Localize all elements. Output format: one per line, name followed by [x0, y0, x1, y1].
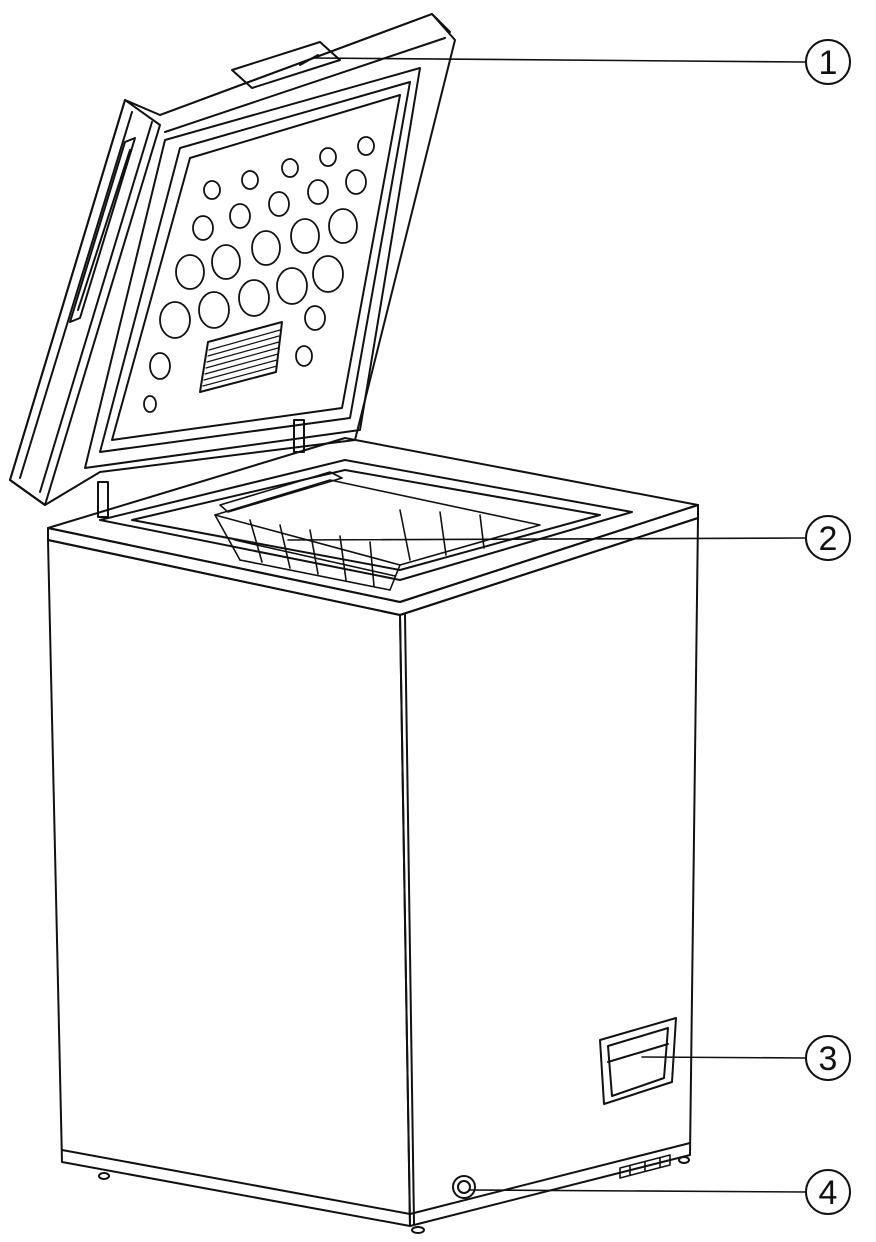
leader-lines: [287, 57, 807, 1193]
cabinet-front-panel: [47, 539, 411, 1227]
cabinet-side-panel: [399, 517, 699, 1227]
lid-vent-grille: [199, 321, 283, 393]
lid-top-rim-2: [164, 37, 446, 133]
cabinet-opening-inner: [131, 469, 601, 571]
freezer-lid: [9, 13, 456, 518]
cabinet-base-side: [409, 1142, 691, 1215]
callout-1-number: 1: [819, 44, 838, 82]
lid-side-inner-2: [39, 121, 153, 493]
callout-3: 3: [805, 1035, 851, 1081]
lid-side-edge: [9, 99, 161, 506]
lid-inner-recess: [111, 94, 401, 441]
cabinet-feet: [98, 1156, 690, 1234]
leader-line-1: [311, 57, 807, 63]
lid-side-inner: [19, 111, 133, 479]
lid-side-slot: [69, 137, 136, 323]
leader-line-2: [287, 537, 807, 541]
callout-4: 4: [805, 1169, 851, 1215]
lid-side-slot-line: [77, 149, 131, 311]
leader-line-3: [641, 1056, 807, 1059]
cabinet-base-front: [61, 1149, 411, 1215]
wire-basket: [214, 471, 541, 591]
lid-dimples: [143, 136, 375, 413]
lid-inner-frame: [84, 67, 421, 469]
lid-top-rim: [159, 13, 451, 116]
callout-4-number: 4: [819, 1174, 838, 1212]
hinge-left: [97, 481, 109, 518]
lid-inner-panel: [99, 81, 411, 453]
drain-plug: [452, 1175, 476, 1199]
callout-2: 2: [805, 515, 851, 561]
cabinet-opening: [99, 459, 633, 581]
lid-handle-line: [299, 54, 319, 66]
callout-2-number: 2: [819, 520, 838, 558]
cabinet-corner: [404, 614, 415, 1225]
side-handle: [599, 1017, 677, 1105]
freezer-body: [47, 437, 699, 1234]
base-vent: [619, 1154, 671, 1179]
callout-3-number: 3: [819, 1040, 838, 1078]
lid-handle: [231, 41, 341, 89]
leader-line-4: [469, 1189, 807, 1193]
callout-1: 1: [805, 39, 851, 85]
